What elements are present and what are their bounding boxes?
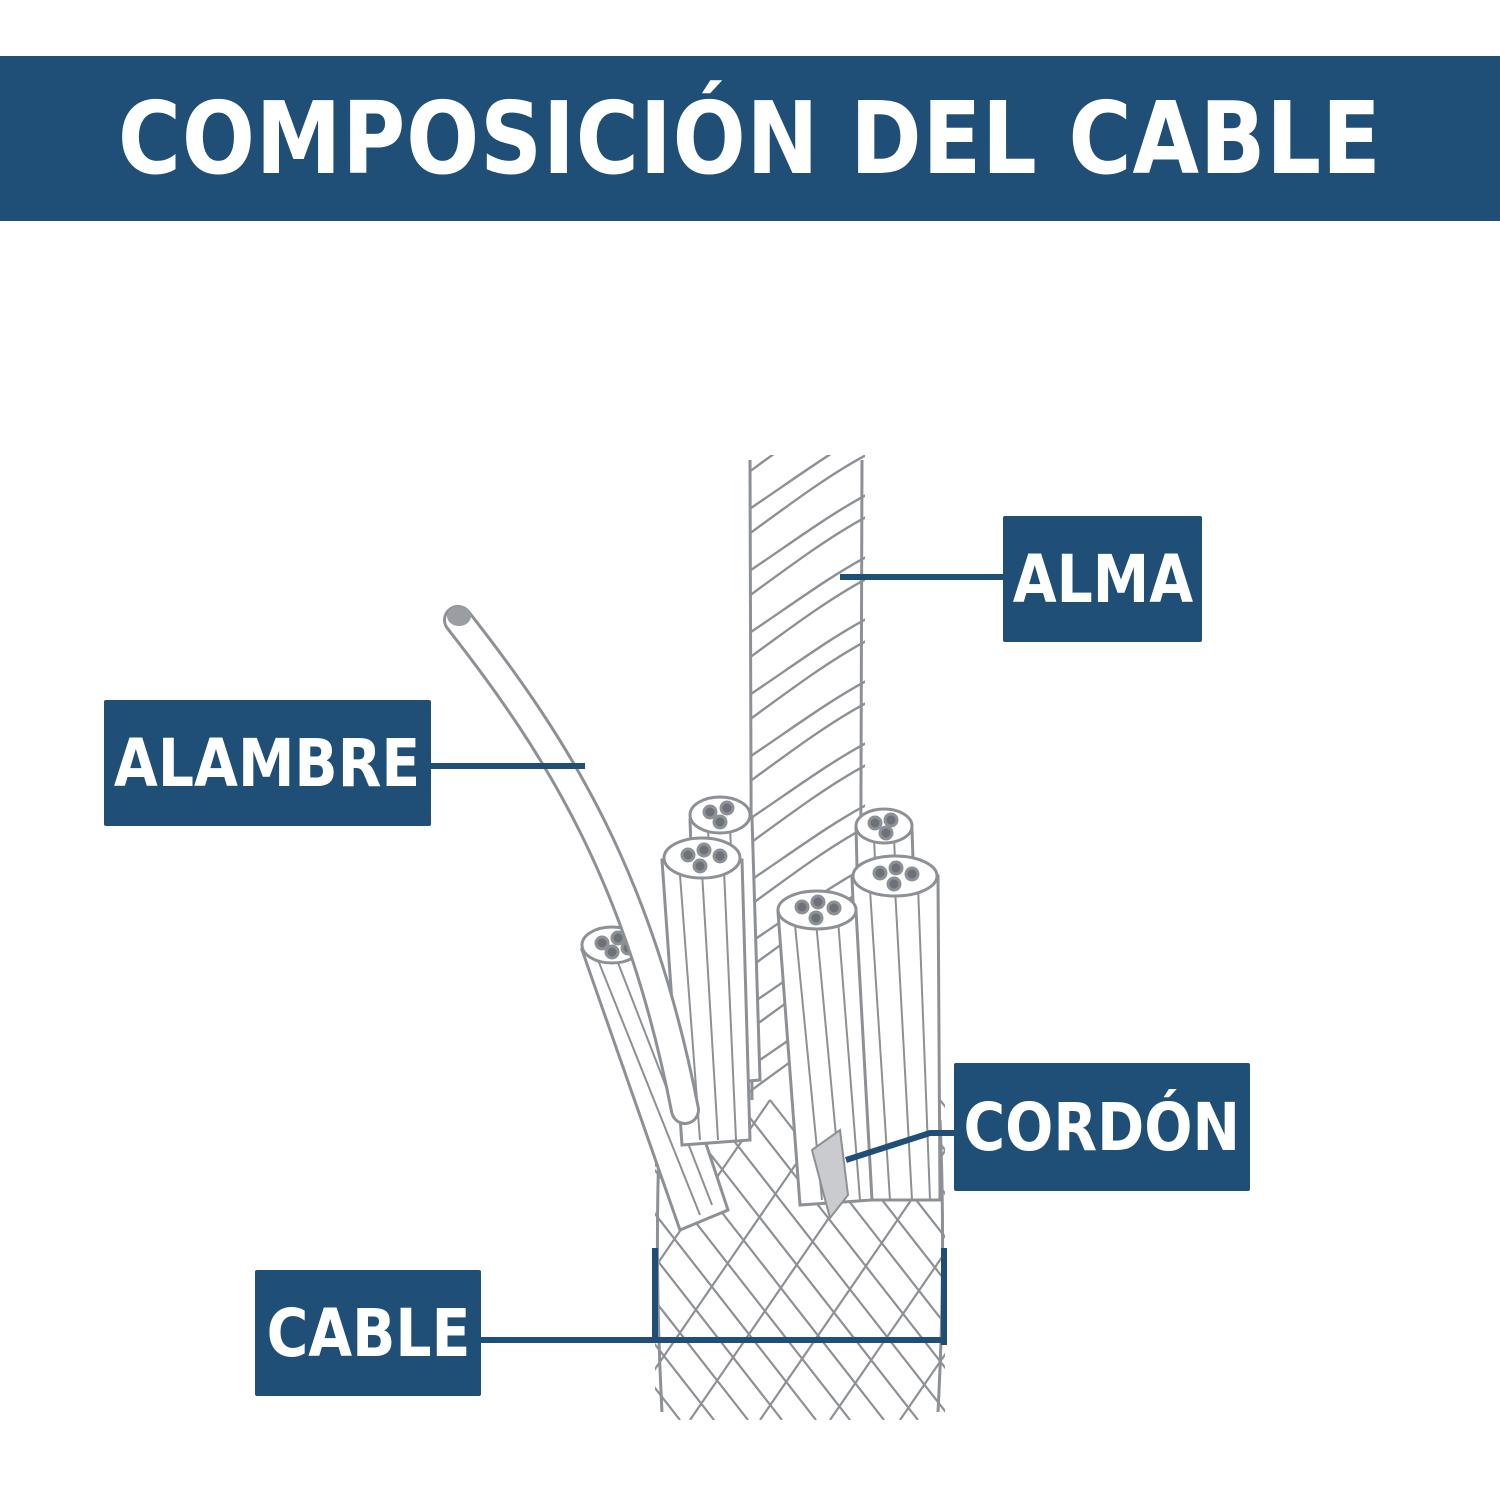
strand-front-center — [776, 889, 874, 1207]
single-wire — [443, 605, 700, 1125]
label-alambre: ALAMBRE — [104, 700, 431, 826]
strands-group — [579, 795, 942, 1232]
label-cordon: CORDÓN — [954, 1063, 1250, 1191]
label-cable: CABLE — [255, 1270, 481, 1396]
leader-line-cordon — [845, 1130, 954, 1163]
page-title: COMPOSICIÓN DEL CABLE — [118, 80, 1382, 197]
title-banner: COMPOSICIÓN DEL CABLE — [0, 56, 1500, 221]
strand-right — [850, 854, 942, 1202]
leader-lines — [431, 574, 1003, 1345]
label-alma: ALMA — [1003, 516, 1202, 642]
leader-bracket-cable — [481, 1248, 947, 1345]
